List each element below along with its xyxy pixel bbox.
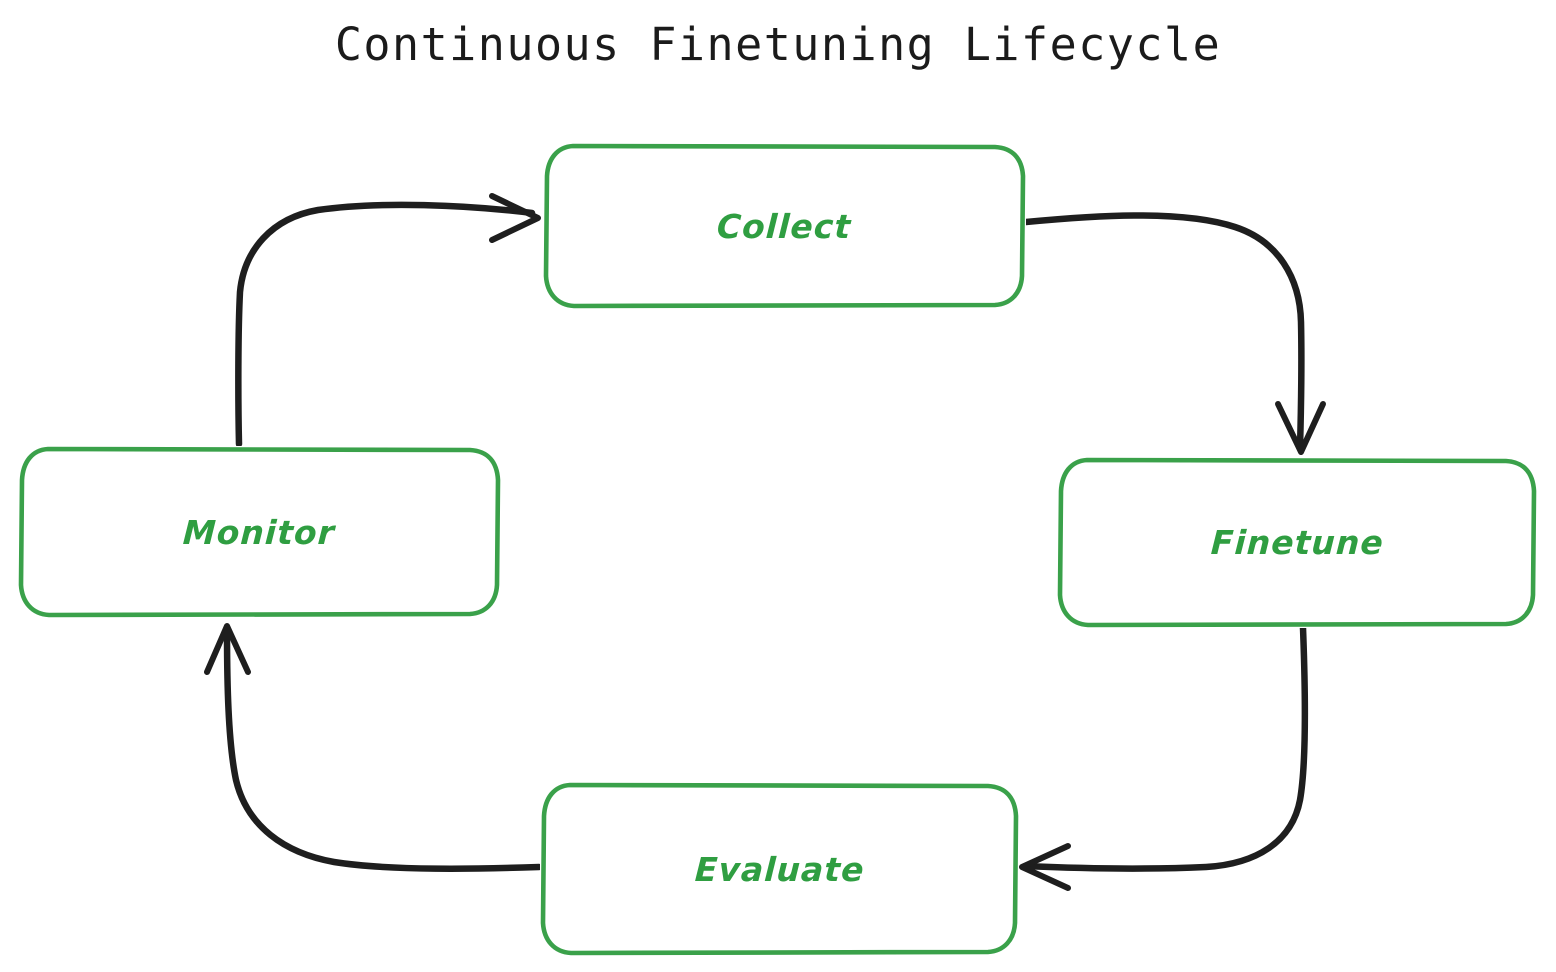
node-collect[interactable]: Collect [543,143,1026,309]
node-finetune-label: Finetune [1209,523,1385,562]
node-monitor[interactable]: Monitor [18,446,501,618]
edge-collect-to-finetune [1022,212,1326,455]
node-evaluate-label: Evaluate [693,849,866,889]
node-collect-label: Collect [716,206,853,246]
edge-monitor-to-collect [235,193,541,448]
edge-evaluate-to-monitor [204,623,543,872]
node-evaluate[interactable]: Evaluate [540,782,1019,956]
node-monitor-label: Monitor [182,512,337,552]
page-title: Continuous Finetuning Lifecycle [334,18,1222,71]
node-finetune[interactable]: Finetune [1057,457,1537,628]
edge-finetune-to-evaluate [1019,624,1309,891]
